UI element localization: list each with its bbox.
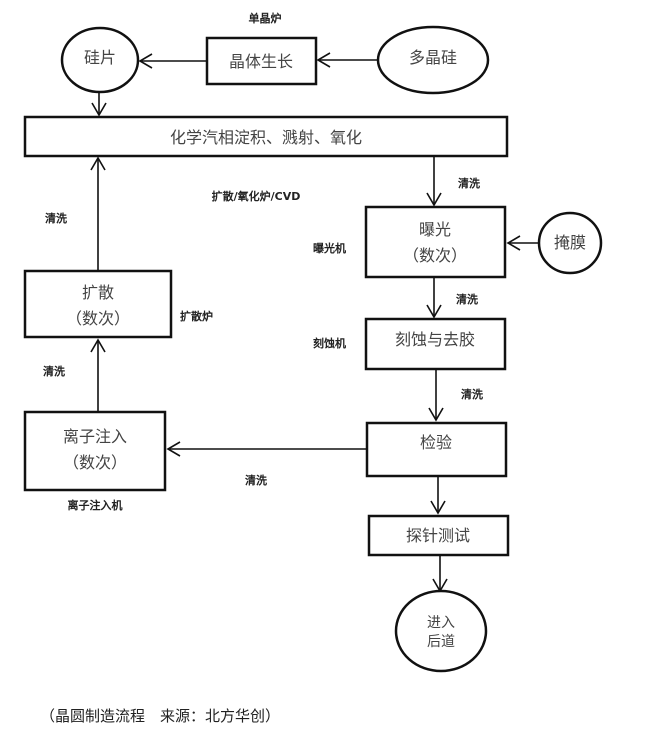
node-cvd: 化学汽相淀积、溅射、氧化 <box>23 115 509 158</box>
node-polysilicon-text: 多晶硅 <box>409 48 457 67</box>
node-backend: 进入 后道 <box>394 589 488 673</box>
node-mask-text: 掩膜 <box>554 233 586 252</box>
node-polysilicon: 多晶硅 <box>376 25 490 95</box>
node-ion-implant: 离子注入 （数次） <box>23 410 167 492</box>
label-exposure-machine: 曝光机 <box>313 241 346 255</box>
node-exposure: 曝光 （数次） <box>364 205 507 279</box>
node-diffusion-text-2: （数次） <box>66 309 130 328</box>
node-backend-text-2: 后道 <box>427 634 455 650</box>
node-diffusion: 扩散 （数次） <box>23 269 173 339</box>
node-backend-text-1: 进入 <box>427 615 455 631</box>
label-ion-implanter: 离子注入机 <box>68 498 123 512</box>
arrow-diffusion-to-cvd <box>90 156 106 271</box>
node-silicon-wafer-text: 硅片 <box>84 48 116 67</box>
node-probe-test-text: 探针测试 <box>406 526 470 545</box>
node-inspection-text: 检验 <box>420 433 452 452</box>
arrow-exposure-to-etch <box>426 278 442 319</box>
arrow-ion-to-diffusion <box>90 338 106 412</box>
node-crystal-growth: 晶体生长 <box>205 36 318 86</box>
node-exposure-text-1: 曝光 <box>419 220 451 239</box>
arrow-crystal-to-wafer <box>138 53 207 69</box>
label-clean-5: 清洗 <box>43 364 65 378</box>
label-clean-1: 清洗 <box>458 176 480 190</box>
node-ion-implant-text-2: （数次） <box>63 453 127 472</box>
arrow-mask-to-exposure <box>506 235 539 251</box>
node-exposure-text-2: （数次） <box>403 246 467 265</box>
arrow-polysilicon-to-crystal <box>316 52 378 68</box>
node-etch-text: 刻蚀与去胶 <box>395 330 475 349</box>
arrow-probe-to-backend <box>432 556 448 593</box>
node-etch: 刻蚀与去胶 <box>364 317 507 371</box>
node-silicon-wafer: 硅片 <box>60 26 140 94</box>
label-single-crystal-furnace: 单晶炉 <box>249 11 282 25</box>
node-probe-test: 探针测试 <box>367 514 510 557</box>
arrow-cvd-to-exposure <box>426 157 442 207</box>
node-diffusion-text-1: 扩散 <box>82 283 114 302</box>
arrow-inspection-to-ion <box>166 441 367 457</box>
label-etch-machine: 刻蚀机 <box>313 336 346 350</box>
arrow-wafer-to-cvd <box>91 92 107 117</box>
arrow-inspection-to-probe <box>430 477 446 515</box>
node-cvd-text: 化学汽相淀积、溅射、氧化 <box>170 128 362 147</box>
arrow-etch-to-inspection <box>428 370 444 422</box>
label-diffusion-furnace: 扩散炉 <box>180 309 213 323</box>
node-crystal-growth-text: 晶体生长 <box>229 52 293 71</box>
label-clean-2: 清洗 <box>456 292 478 306</box>
label-clean-4: 清洗 <box>245 473 267 487</box>
label-clean-6: 清洗 <box>45 211 67 225</box>
figure-caption: （晶圆制造流程 来源：北方华创） <box>40 707 281 725</box>
node-ion-implant-text-1: 离子注入 <box>63 427 127 446</box>
node-inspection: 检验 <box>365 421 508 478</box>
label-diffusion-oxidation-cvd: 扩散/氧化炉/CVD <box>212 189 301 203</box>
label-clean-3: 清洗 <box>461 387 483 401</box>
node-mask: 掩膜 <box>537 211 603 275</box>
